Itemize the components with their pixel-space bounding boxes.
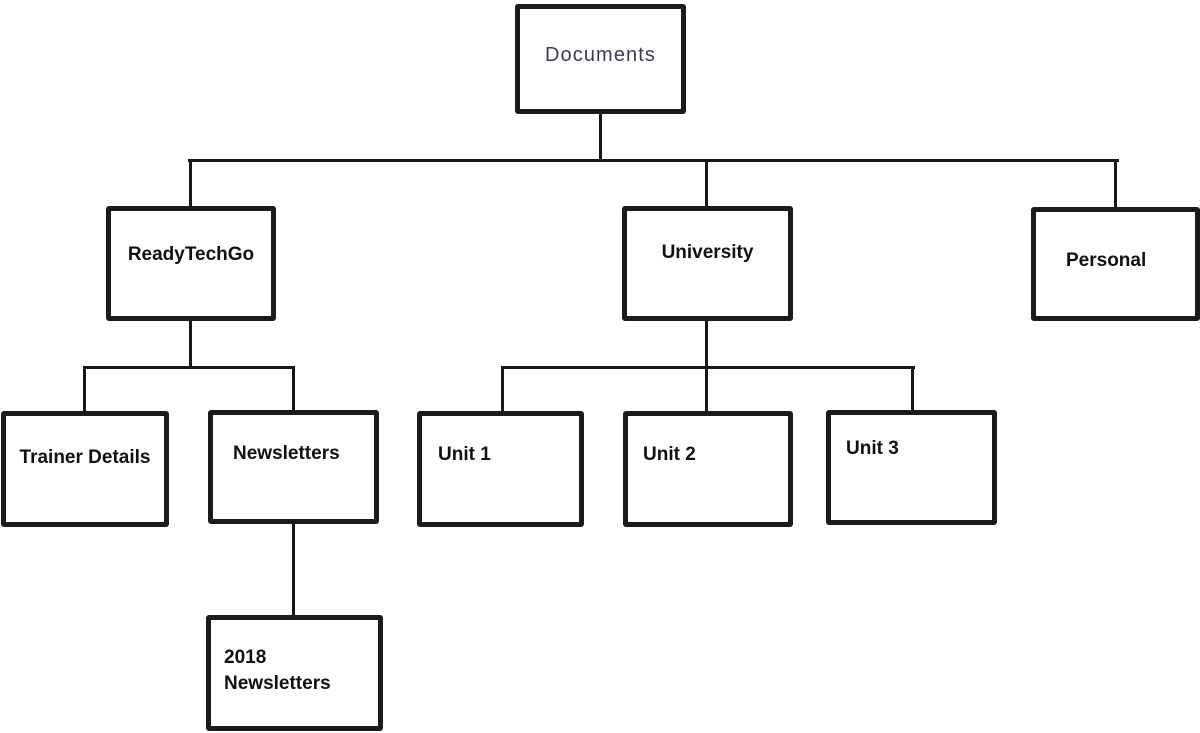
connector-newsletters-stem [292,522,295,616]
node-unit1-label: Unit 1 [438,443,491,465]
connector-drop-personal [1114,161,1117,208]
node-documents-label: Documents [544,44,657,66]
connector-readytechgo-stem [189,319,192,368]
node-newsletters: Newsletters [208,410,379,524]
connector-drop-unit2 [705,368,708,411]
connector-university-stem [705,319,708,368]
node-personal-label: Personal [1066,249,1147,271]
connector-university-bar [501,366,915,369]
node-personal: Personal [1031,207,1200,321]
node-readytechgo-label: ReadyTechGo [127,244,255,266]
connector-drop-newsletters [292,368,295,411]
connector-drop-unit1 [501,368,504,412]
connector-readytechgo-bar [83,366,295,369]
connector-level1-bar [188,159,1119,162]
node-unit2: Unit 2 [623,411,793,527]
node-university: University [622,206,793,321]
node-unit3: Unit 3 [826,410,997,525]
connector-drop-unit3 [911,368,914,411]
connector-documents-stem [599,112,602,161]
node-unit3-label: Unit 3 [846,438,899,460]
node-2018-newsletters: 2018 Newsletters [206,615,383,731]
node-university-label: University [661,242,754,264]
node-newsletters-label: Newsletters [233,442,340,464]
connector-drop-readytechgo [189,161,192,207]
node-readytechgo: ReadyTechGo [106,206,276,321]
node-trainer-details: Trainer Details [1,411,169,527]
connector-drop-trainer-details [83,368,86,412]
node-trainer-details-label: Trainer Details [19,446,151,468]
node-2018-newsletters-label: 2018 Newsletters [224,647,331,694]
node-unit1: Unit 1 [417,411,584,527]
connector-drop-university [705,161,708,207]
node-unit2-label: Unit 2 [643,443,696,465]
node-documents: Documents [515,4,686,114]
